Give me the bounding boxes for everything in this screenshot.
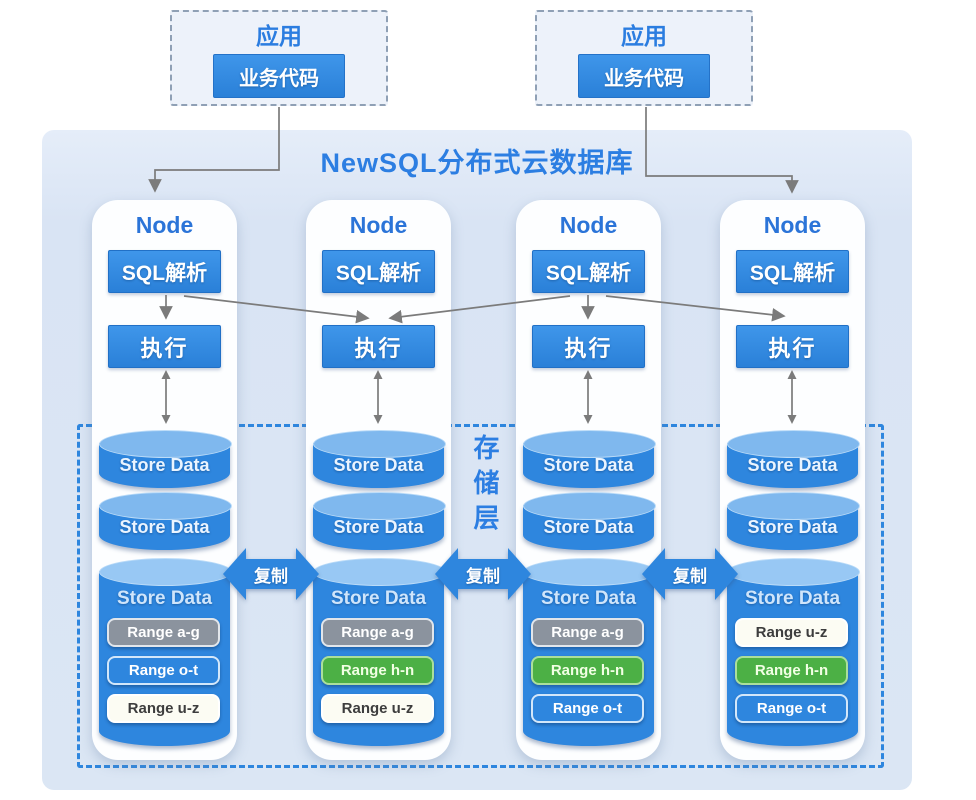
node-title: Node (559, 212, 618, 238)
replication-label: 复制 (246, 559, 296, 589)
sql-parse-box: SQL解析 (322, 250, 435, 293)
replication-arrow: 复制 (642, 548, 738, 600)
range-pill: Range h-n (735, 656, 848, 685)
range-pill: Range u-z (735, 618, 848, 647)
node-title: Node (349, 212, 408, 238)
store-data-cylinder: Store Data (313, 492, 446, 550)
store-data-cylinder: Store Data (523, 492, 656, 550)
store-data-label: Store Data (333, 455, 424, 475)
store-data-label: Store Data (543, 517, 634, 537)
store-data-label: Store Data (747, 455, 838, 475)
storage-layer-box (77, 424, 884, 768)
shard-cylinder: Store Data Range a-g Range h-n Range o-t (523, 558, 656, 746)
business-code-box: 业务代码 (578, 54, 710, 98)
store-data-label: Store Data (119, 455, 210, 475)
shard-cylinder: Store Data Range u-z Range h-n Range o-t (727, 558, 860, 746)
store-data-cylinder: Store Data (727, 492, 860, 550)
store-data-label: Store Data (116, 588, 213, 609)
replication-arrow: 复制 (223, 548, 319, 600)
replication-arrow: 复制 (435, 548, 531, 600)
sql-parse-box: SQL解析 (108, 250, 221, 293)
replication-label: 复制 (458, 559, 508, 589)
node-title: Node (763, 212, 822, 238)
store-data-cylinder: Store Data (523, 430, 656, 488)
sql-parse-box: SQL解析 (736, 250, 849, 293)
range-pill: Range a-g (321, 618, 434, 647)
node-title: Node (135, 212, 194, 238)
store-data-cylinder: Store Data (313, 430, 446, 488)
store-data-label: Store Data (333, 517, 424, 537)
app-box-left: 应用 业务代码 (170, 10, 388, 106)
app-title: 应用 (256, 23, 302, 49)
range-pill: Range a-g (531, 618, 644, 647)
app-title: 应用 (621, 23, 667, 49)
replication-label: 复制 (665, 559, 715, 589)
range-pill: Range o-t (531, 694, 644, 723)
node-column-1: Node SQL解析 执行 Store Data Store Data Stor… (92, 200, 237, 760)
shard-cylinder: Store Data Range a-g Range o-t Range u-z (99, 558, 232, 746)
store-data-label: Store Data (540, 588, 637, 609)
range-pill: Range o-t (107, 656, 220, 685)
storage-layer-label: 存储层 (470, 434, 500, 539)
node-column-2: Node SQL解析 执行 Store Data Store Data Stor… (306, 200, 451, 760)
sql-parse-box: SQL解析 (532, 250, 645, 293)
range-pill: Range h-n (321, 656, 434, 685)
shard-cylinder: Store Data Range a-g Range h-n Range u-z (313, 558, 446, 746)
range-pill: Range o-t (735, 694, 848, 723)
store-data-label: Store Data (119, 517, 210, 537)
store-data-label: Store Data (744, 588, 841, 609)
arrow-left-head (642, 548, 665, 600)
store-data-cylinder: Store Data (99, 492, 232, 550)
business-code-box: 业务代码 (213, 54, 345, 98)
arrow-left-head (223, 548, 246, 600)
arrow-right-head (296, 548, 319, 600)
execute-box: 执行 (322, 325, 435, 368)
arrow-right-head (715, 548, 738, 600)
range-pill: Range u-z (321, 694, 434, 723)
range-pill: Range h-n (531, 656, 644, 685)
store-data-label: Store Data (747, 517, 838, 537)
arrow-left-head (435, 548, 458, 600)
execute-box: 执行 (108, 325, 221, 368)
node-column-3: Node SQL解析 执行 Store Data Store Data Stor… (516, 200, 661, 760)
range-pill: Range u-z (107, 694, 220, 723)
range-pill: Range a-g (107, 618, 220, 647)
execute-box: 执行 (736, 325, 849, 368)
store-data-cylinder: Store Data (99, 430, 232, 488)
arrow-right-head (508, 548, 531, 600)
app-box-right: 应用 业务代码 (535, 10, 753, 106)
store-data-label: Store Data (330, 588, 427, 609)
node-column-4: Node SQL解析 执行 Store Data Store Data Stor… (720, 200, 865, 760)
store-data-cylinder: Store Data (727, 430, 860, 488)
diagram-title: NewSQL分布式云数据库 (320, 148, 634, 178)
store-data-label: Store Data (543, 455, 634, 475)
execute-box: 执行 (532, 325, 645, 368)
